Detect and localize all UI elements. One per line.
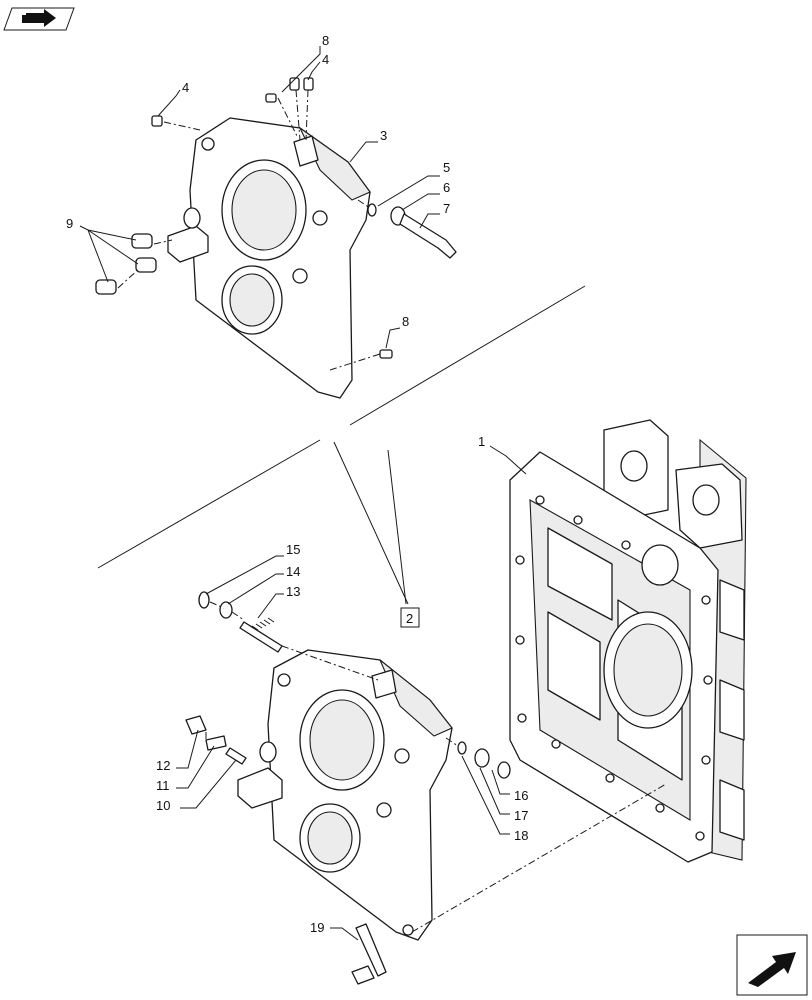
callout-9: 9 [66, 216, 73, 231]
assembly-lines [117, 89, 667, 933]
part-12-plug [185, 715, 207, 735]
part-7-screw [399, 213, 457, 259]
callout-14: 14 [286, 564, 300, 579]
leader-lines [79, 46, 527, 941]
part-14-washer [219, 601, 233, 619]
callout-6: 6 [443, 180, 450, 195]
part-5-washer [367, 203, 377, 217]
part-4-plugs-top [289, 77, 314, 91]
callout-2: 2 [406, 611, 413, 626]
part-16-oring [497, 761, 511, 779]
callout-8-top: 8 [322, 33, 329, 48]
part-17-plug [474, 748, 490, 768]
callout-15: 15 [286, 542, 300, 557]
callout-4-left: 4 [182, 80, 189, 95]
part-8-pin-top [265, 93, 277, 103]
callout-11: 11 [156, 778, 170, 793]
part-10-spring [225, 747, 247, 765]
part-13-spring [239, 617, 283, 653]
callout-19: 19 [310, 920, 324, 935]
part-9-bushings [95, 233, 157, 295]
callout-1: 1 [478, 434, 485, 449]
callout-7: 7 [443, 201, 450, 216]
callout-10: 10 [156, 798, 170, 813]
divider-lines [97, 285, 586, 569]
callout-4-top: 4 [322, 52, 329, 67]
callout-3: 3 [380, 128, 387, 143]
callout-12: 12 [156, 758, 170, 773]
callout-17: 17 [514, 808, 528, 823]
callout-8-lower: 8 [402, 314, 409, 329]
part-18-washer [457, 741, 467, 755]
callout-13: 13 [286, 584, 300, 599]
callout-5: 5 [443, 160, 450, 175]
book-arrow-icon[interactable] [3, 7, 75, 31]
next-arrow-icon[interactable] [736, 934, 808, 996]
main-housing-part [509, 419, 747, 863]
callout-box-2 [400, 607, 420, 628]
callout-18: 18 [514, 828, 528, 843]
callout-numbers: 1 2 3 4 4 5 6 7 8 8 9 10 11 12 13 14 15 … [66, 33, 528, 935]
part-8-pin-lower [379, 349, 393, 359]
part-19-bolt [351, 923, 387, 985]
part-11-pin [205, 735, 227, 751]
part-15-ring [198, 591, 210, 609]
lower-cover-part [237, 649, 453, 941]
upper-cover-part [167, 117, 371, 399]
part-4-plug-left [151, 115, 163, 127]
callout-16: 16 [514, 788, 528, 803]
